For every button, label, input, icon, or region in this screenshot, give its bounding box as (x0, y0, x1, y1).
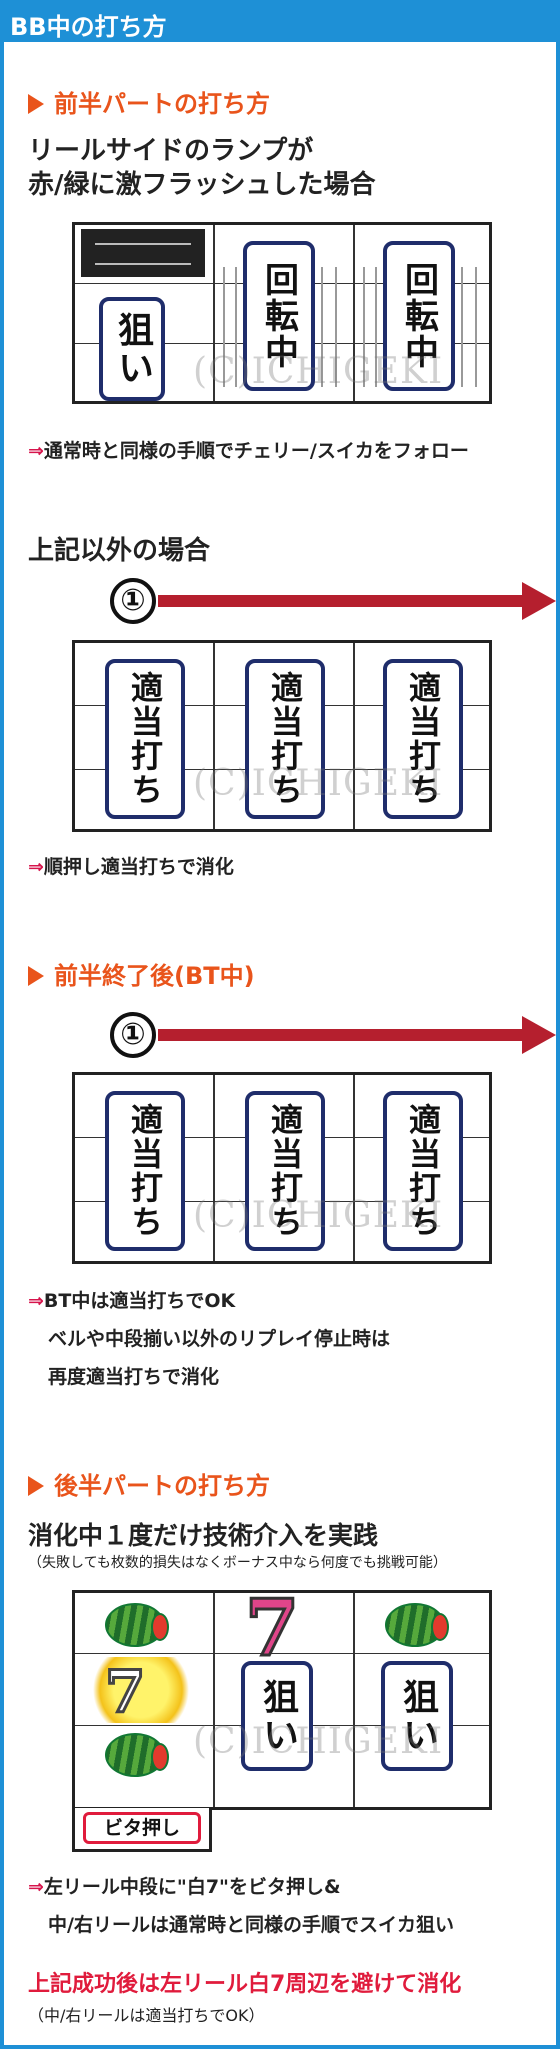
warning-subtext: （中/右リールは適当打ちでOK） (28, 2006, 265, 2025)
technique-subnote: （失敗しても枚数的損失はなくボーナス中なら何度でも挑戦可能） (28, 1555, 447, 1571)
section-heading-bt: 前半終了後(BT中) (28, 956, 255, 991)
random-press-tag-left: 適当打ち (105, 659, 185, 819)
note-bt-line-2: ベルや中段揃い以外のリプレイ停止時は (48, 1328, 391, 1350)
technique-heading: 消化中１度だけ技術介入を実践 (28, 1521, 379, 1550)
watermelon-icon (105, 1603, 169, 1647)
random-press-tag-left: 適当打ち (105, 1091, 185, 1251)
watermark: (C)ICHIGEKI (193, 351, 444, 392)
title-bar: BB中の打ち方 (0, 0, 560, 42)
watermelon-icon (105, 1733, 169, 1777)
aim-tag-right: 狙い (381, 1661, 453, 1771)
play-triangle-icon (28, 1476, 44, 1496)
section-heading-first-half: 前半パートの打ち方 (28, 84, 270, 119)
stop-order-arrow: ① (110, 1010, 560, 1066)
order-number: ① (110, 1012, 156, 1058)
stop-order-arrow: ① (110, 576, 560, 632)
watermark: (C)ICHIGEKI (193, 763, 444, 804)
random-press-tag-center: 適当打ち (245, 659, 325, 819)
precise-press-stamp: ビタ押し (83, 1812, 201, 1844)
right-arrow-icon (522, 582, 556, 620)
reel-diagram-random: 適当打ち 適当打ち 適当打ち (C)ICHIGEKI (72, 640, 492, 832)
watermark: (C)ICHIGEKI (193, 1721, 444, 1762)
bar-logo-icon (81, 229, 205, 277)
note-bt-line-1: ⇒BT中は適当打ちでOK (28, 1290, 236, 1312)
warning-text: 上記成功後は左リール白7周辺を避けて消化 (28, 1972, 462, 1997)
section-heading-second-half: 後半パートの打ち方 (28, 1466, 270, 1501)
play-triangle-icon (28, 966, 44, 986)
reel-diagram-flash: 狙い 回転中 回転中 (C)ICHIGEKI (72, 222, 492, 404)
aim-tag-center: 狙い (241, 1661, 313, 1771)
note-random-press: ⇒順押し適当打ちで消化 (28, 856, 234, 878)
note-technique-line-1: ⇒左リール中段に"白7"をビタ押し& (28, 1876, 341, 1898)
red-seven-icon: 7 (243, 1583, 300, 1674)
condition-line-2: 赤/緑に激フラッシュした場合 (28, 170, 376, 200)
order-number: ① (110, 578, 156, 624)
note-bt-line-3: 再度適当打ちで消化 (48, 1366, 220, 1388)
watermelon-icon (385, 1603, 449, 1647)
watermark: (C)ICHIGEKI (193, 1195, 444, 1236)
reel-diagram-technique: 7 7 狙い 狙い (C)ICHIGEKI (72, 1583, 492, 1810)
condition-line-1: リールサイドのランプが (28, 136, 314, 166)
spinning-tag-right: 回転中 (383, 241, 455, 391)
random-press-tag-right: 適当打ち (383, 1091, 463, 1251)
random-press-tag-center: 適当打ち (245, 1091, 325, 1251)
page-title: BB中の打ち方 (10, 13, 167, 41)
play-triangle-icon (28, 94, 44, 114)
white-seven-icon: 7 (81, 1657, 201, 1723)
note-follow-cherry: ⇒通常時と同様の手順でチェリー/スイカをフォロー (28, 440, 469, 462)
note-technique-line-2: 中/右リールは通常時と同様の手順でスイカ狙い (48, 1914, 454, 1936)
spinning-tag-center: 回転中 (243, 241, 315, 391)
aim-tag-left: 狙い (99, 297, 165, 401)
reel-diagram-bt: 適当打ち 適当打ち 適当打ち (C)ICHIGEKI (72, 1072, 492, 1264)
random-press-tag-right: 適当打ち (383, 659, 463, 819)
stamp-cell: ビタ押し (72, 1808, 212, 1852)
right-arrow-icon (522, 1016, 556, 1054)
other-case-heading: 上記以外の場合 (28, 536, 211, 566)
